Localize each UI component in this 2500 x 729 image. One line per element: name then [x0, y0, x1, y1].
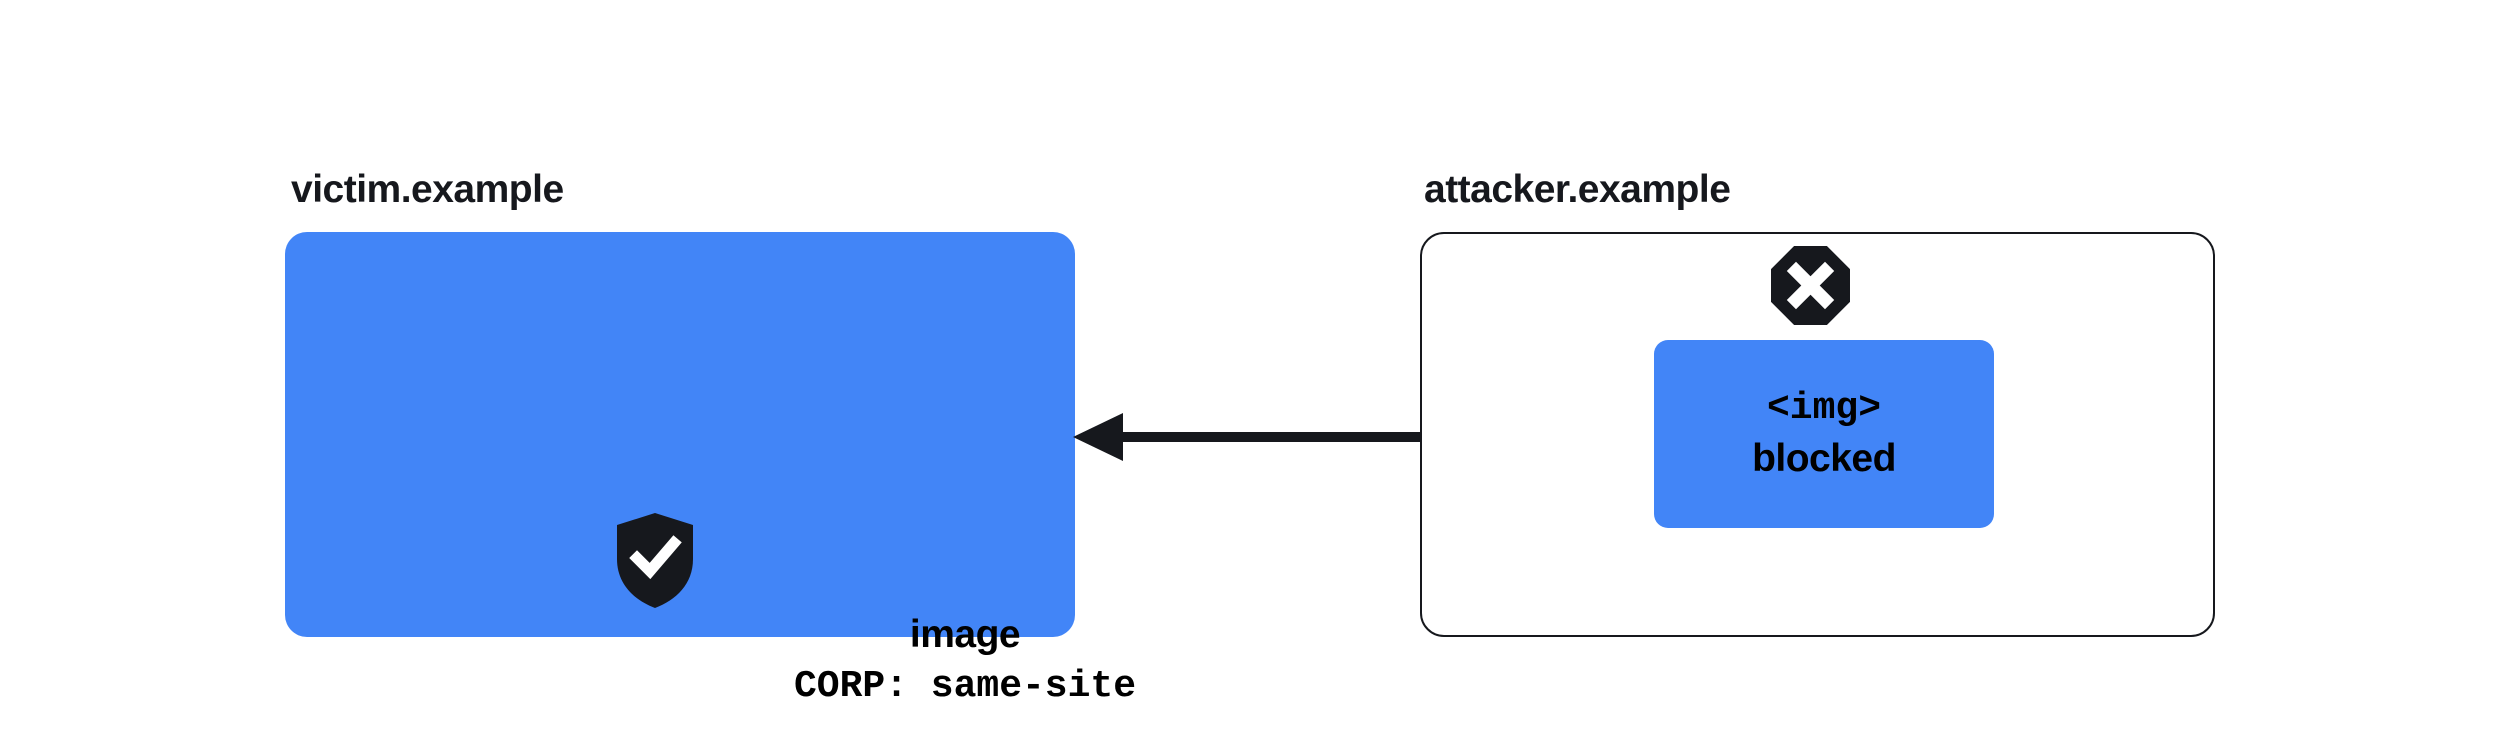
victim-origin-label: victim.example: [291, 168, 564, 211]
blocked-request-arrow: [1060, 405, 1670, 469]
shield-check-icon: [615, 512, 695, 609]
img-element-tag: <img>: [1766, 387, 1882, 430]
octagon-x-icon: [1771, 246, 1850, 325]
victim-resource-name: image: [909, 613, 1021, 656]
attacker-origin-label: attacker.example: [1424, 168, 1731, 211]
victim-resource-box: image CORP: same-site: [285, 232, 1136, 708]
victim-resource-text: image CORP: same-site: [570, 609, 1360, 713]
victim-corp-header: CORP: same-site: [793, 665, 1137, 708]
img-element-status: blocked: [1752, 437, 1896, 480]
blocked-img-chip: <img> blocked: [1654, 340, 1994, 528]
